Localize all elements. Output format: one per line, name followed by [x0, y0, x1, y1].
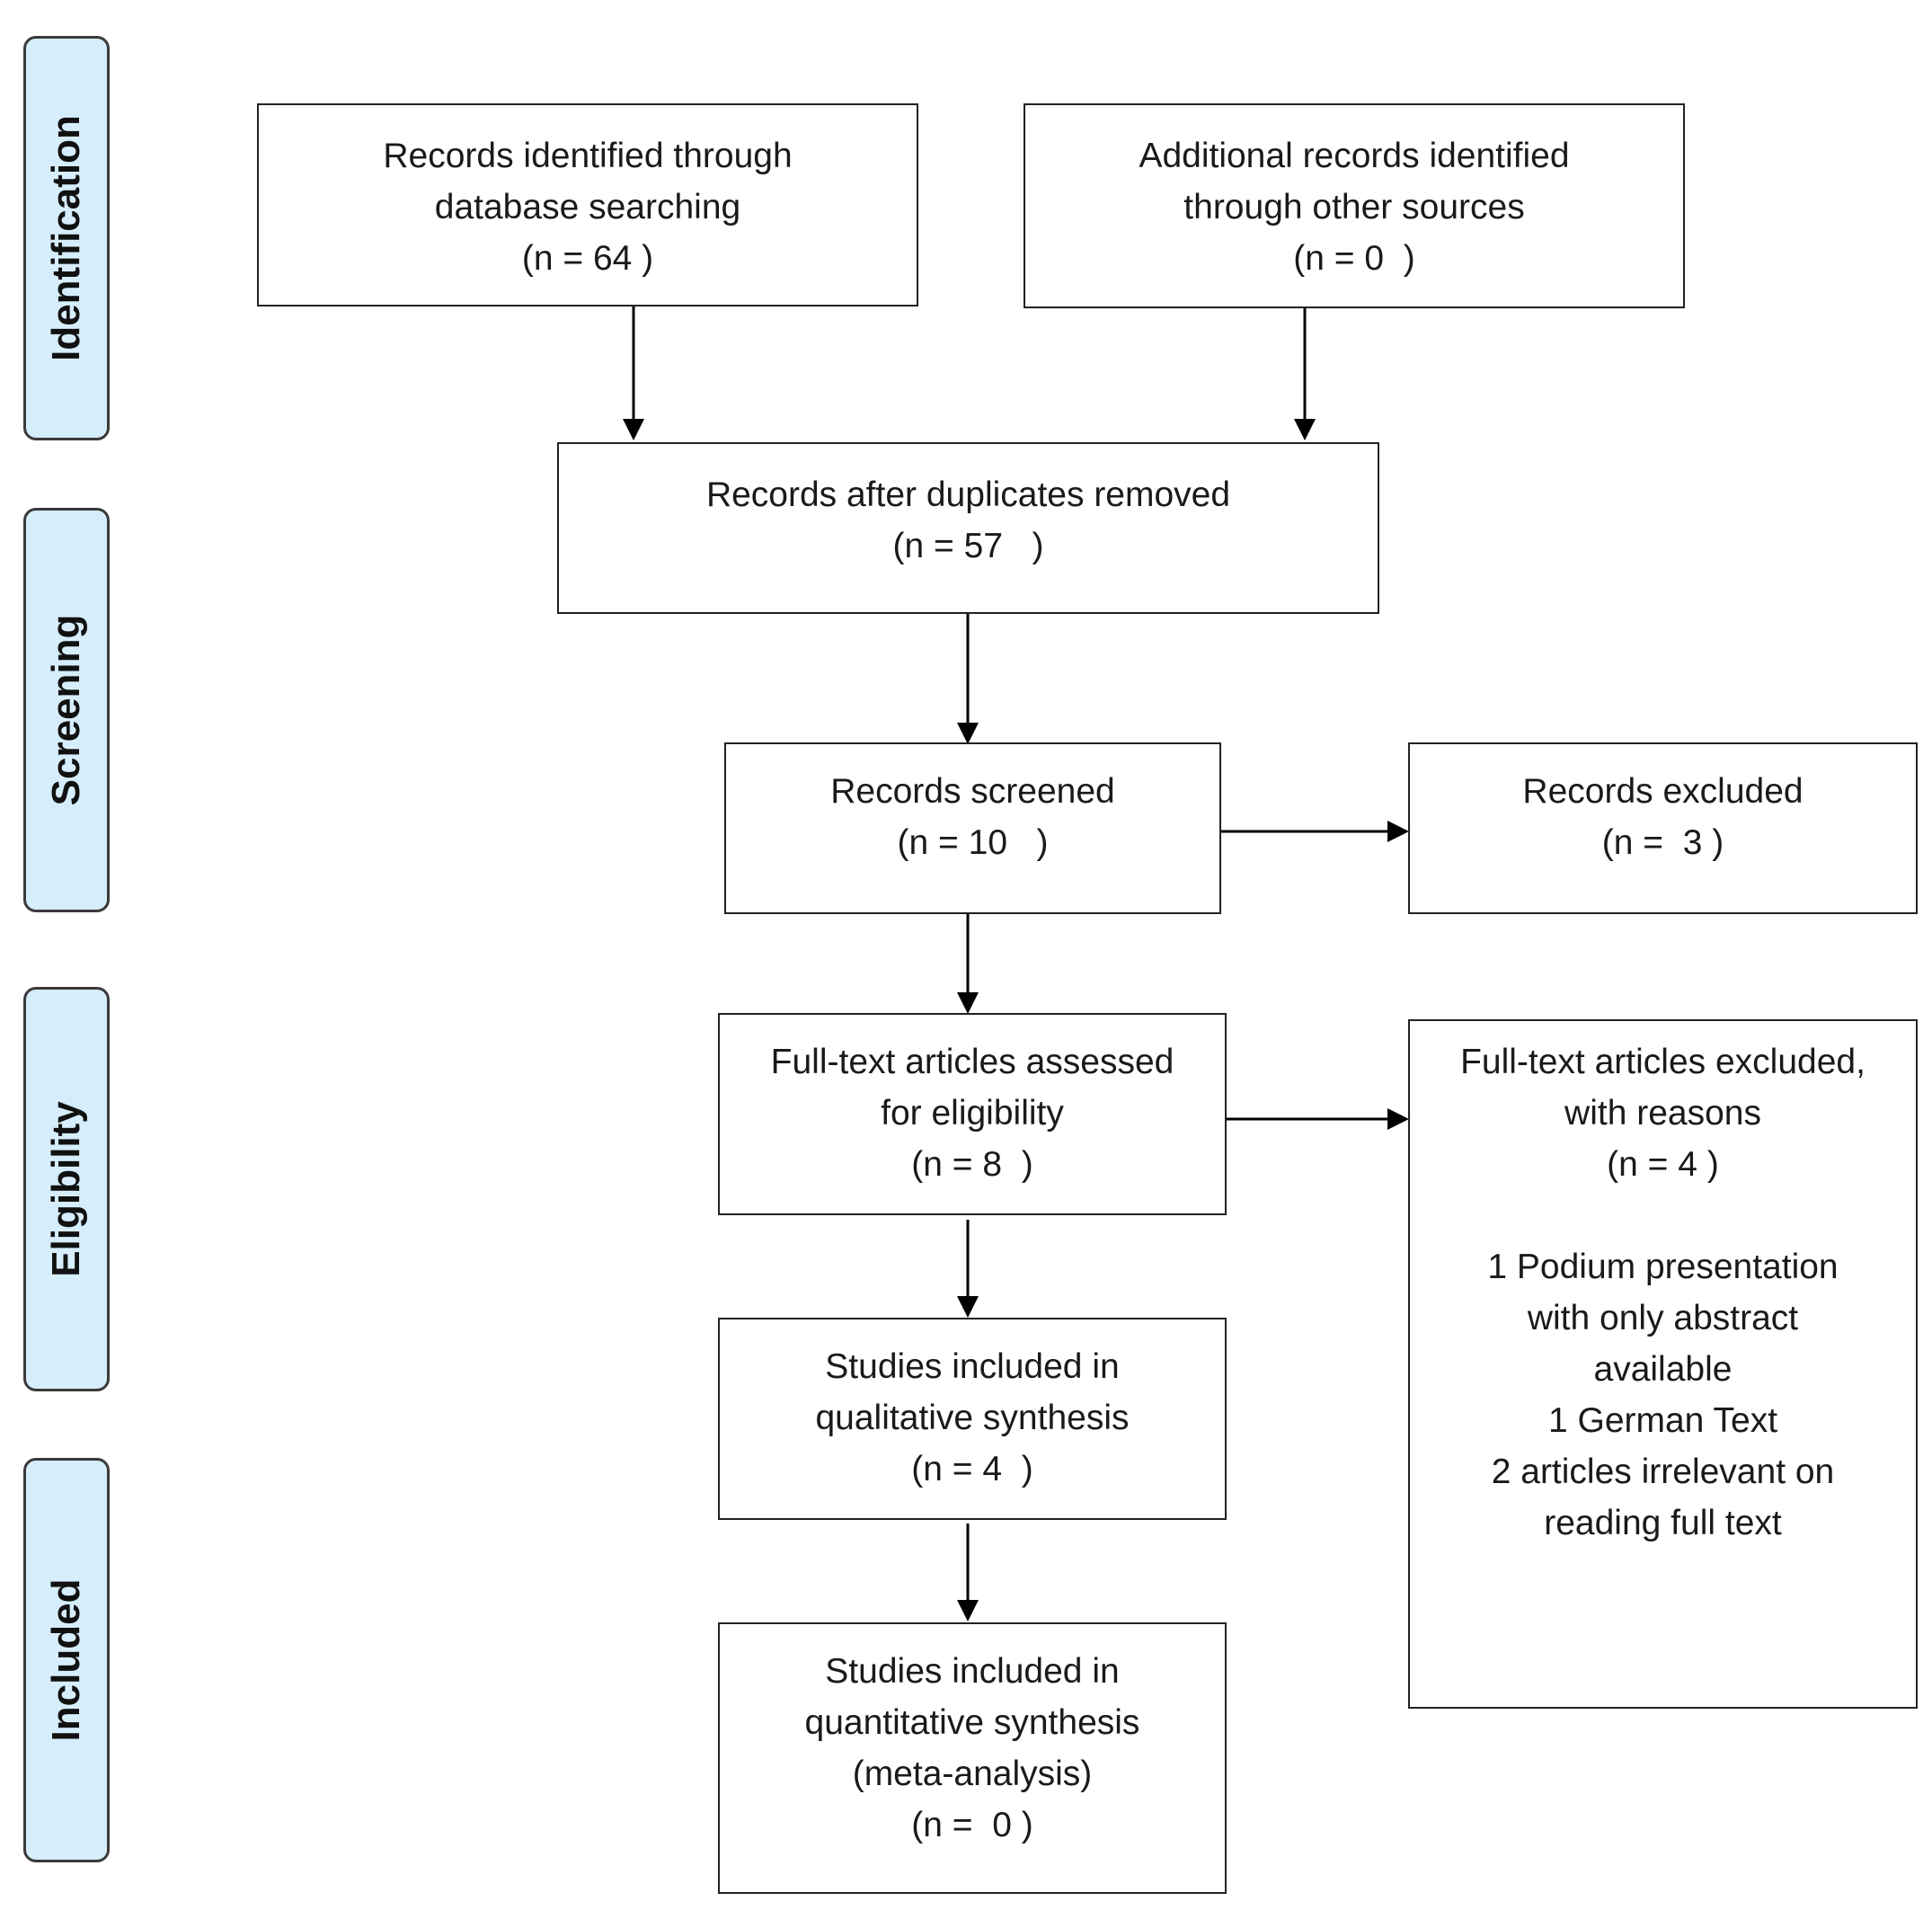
fulltext-assessed-line1: Full-text articles assessed — [770, 1043, 1174, 1081]
qualitative-count: (n = 4 ) — [911, 1450, 1033, 1488]
box-other-sources: Additional records identified through ot… — [1024, 103, 1685, 308]
duplicates-line1: Records after duplicates removed — [705, 475, 1231, 514]
duplicates-count: (n = 57 ) — [892, 527, 1044, 565]
exclusion-reason: 2 articles irrelevant on — [1491, 1453, 1835, 1491]
arrowhead-fulltext-to-excluded — [1387, 1108, 1409, 1130]
exclusion-reason: available — [1593, 1350, 1733, 1389]
box-fulltext-excluded: Full-text articles excluded, with reason… — [1408, 1019, 1918, 1709]
quantitative-line2: quantitative synthesis — [804, 1703, 1140, 1742]
quantitative-line1: Studies included in — [825, 1652, 1120, 1691]
exclusion-reason: 1 German Text — [1547, 1401, 1778, 1440]
box-database-records: Records identified through database sear… — [257, 103, 918, 307]
excluded-line1: Records excluded — [1522, 772, 1803, 811]
box-qualitative-synthesis: Studies included in qualitative synthesi… — [718, 1318, 1227, 1520]
fulltext-assessed-line2: for eligibility — [881, 1094, 1064, 1133]
database-count: (n = 64 ) — [521, 239, 654, 278]
qualitative-line2: qualitative synthesis — [815, 1399, 1130, 1437]
other-sources-line2: through other sources — [1183, 188, 1525, 227]
database-line1: Records identified through — [383, 137, 793, 175]
arrowhead-duplicates-to-screened — [957, 723, 979, 744]
arrowhead-screened-to-excluded — [1387, 821, 1409, 842]
arrowhead-other-to-duplicates — [1294, 419, 1316, 440]
quantitative-line3: (meta-analysis) — [852, 1755, 1093, 1793]
fulltext-excluded-count: (n = 4 ) — [1607, 1145, 1719, 1184]
phase-screening: Screening — [23, 508, 110, 912]
phase-eligibility: Eligibility — [23, 987, 110, 1391]
other-sources-count: (n = 0 ) — [1293, 239, 1415, 278]
database-line2: database searching — [434, 188, 741, 227]
screened-count: (n = 10 ) — [897, 823, 1049, 862]
box-duplicates-removed: Records after duplicates removed (n = 57… — [557, 442, 1379, 614]
phase-identification: Identification — [23, 36, 110, 440]
box-records-excluded: Records excluded (n = 3 ) — [1408, 742, 1918, 914]
exclusion-reason: with only abstract — [1527, 1299, 1799, 1337]
excluded-count: (n = 3 ) — [1601, 823, 1724, 862]
arrowhead-screened-to-fulltext — [957, 992, 979, 1014]
phase-included: Included — [23, 1458, 110, 1862]
fulltext-excluded-line2: with reasons — [1564, 1094, 1761, 1133]
arrowhead-fulltext-to-qualitative — [957, 1296, 979, 1318]
fulltext-excluded-line1: Full-text articles excluded, — [1460, 1043, 1866, 1081]
box-records-screened: Records screened (n = 10 ) — [724, 742, 1221, 914]
screened-line1: Records screened — [830, 772, 1115, 811]
exclusion-reason: reading full text — [1544, 1504, 1782, 1542]
fulltext-assessed-count: (n = 8 ) — [911, 1145, 1033, 1184]
quantitative-count: (n = 0 ) — [911, 1806, 1033, 1844]
arrowhead-qualitative-to-quantitative — [957, 1600, 979, 1621]
exclusion-reason: 1 Podium presentation — [1487, 1248, 1839, 1286]
other-sources-line1: Additional records identified — [1139, 137, 1570, 175]
qualitative-line1: Studies included in — [825, 1347, 1120, 1386]
arrowhead-database-to-duplicates — [623, 419, 644, 440]
box-quantitative-synthesis: Studies included in quantitative synthes… — [718, 1622, 1227, 1894]
box-fulltext-assessed: Full-text articles assessed for eligibil… — [718, 1013, 1227, 1215]
